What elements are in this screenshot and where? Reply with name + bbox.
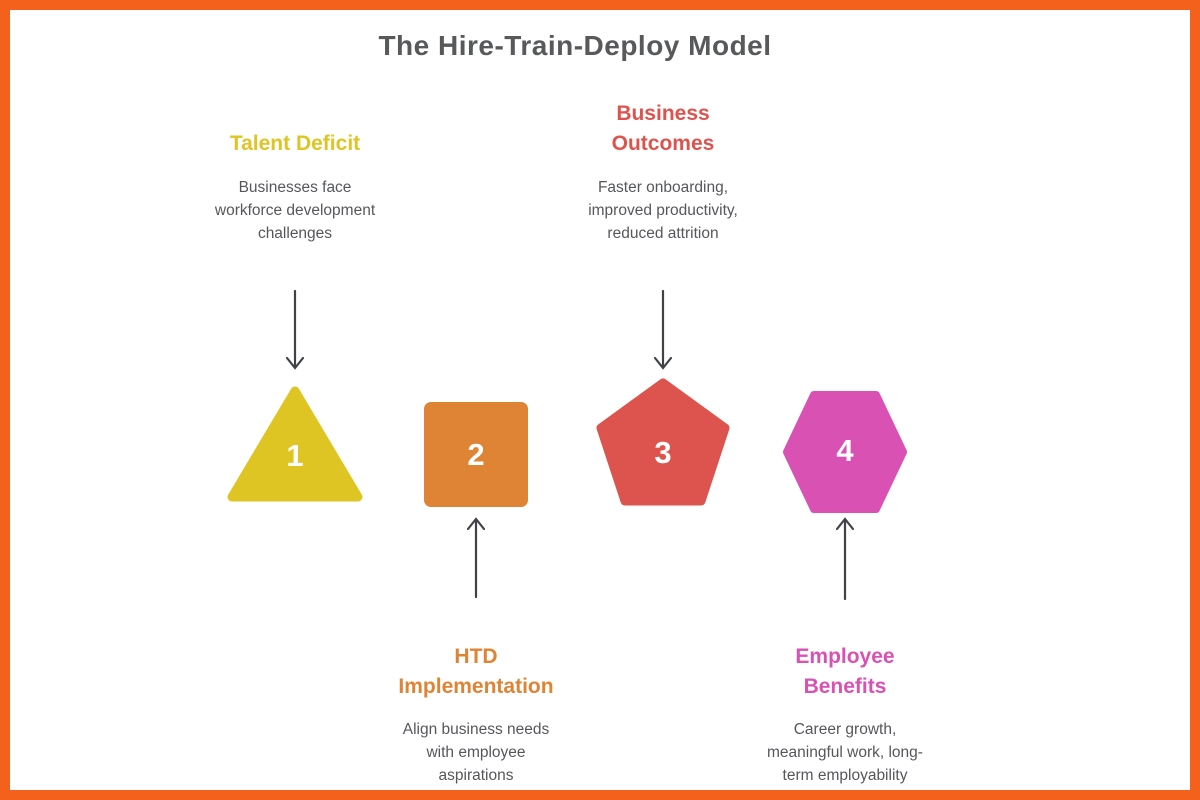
description-line: Align business needs xyxy=(402,721,550,738)
heading-talent-deficit: Talent Deficit xyxy=(135,129,455,159)
description-line: Businesses face xyxy=(238,179,352,196)
description-line: reduced attrition xyxy=(607,225,719,242)
shape-square-step-2: 2 xyxy=(424,402,528,507)
description-line: Faster onboarding, xyxy=(597,179,729,196)
triangle-icon xyxy=(227,386,363,502)
description-line: improved productivity, xyxy=(588,202,738,219)
arrow-down-icon xyxy=(285,290,305,370)
heading-line: Benefits xyxy=(803,675,887,698)
description-line: Career growth, xyxy=(793,721,897,738)
step-number: 3 xyxy=(654,435,672,470)
step-number: 2 xyxy=(467,437,485,472)
heading-business-outcomes: Business Outcomes xyxy=(503,99,823,159)
description-line: workforce development xyxy=(214,202,376,219)
step-number: 4 xyxy=(836,433,854,468)
heading-line: Talent Deficit xyxy=(229,132,361,155)
heading-employee-benefits: Employee Benefits xyxy=(685,642,1005,702)
description-line: term employability xyxy=(782,767,908,784)
description-line: with employee xyxy=(426,744,526,761)
description-talent-deficit: Businesses face workforce development ch… xyxy=(145,176,445,245)
description-htd-implementation: Align business needs with employee aspir… xyxy=(326,718,626,787)
heading-line: HTD xyxy=(454,645,498,668)
step-number: 1 xyxy=(286,438,304,473)
heading-line: Business xyxy=(616,102,710,125)
arrow-down-icon xyxy=(653,290,673,370)
hexagon-icon xyxy=(783,391,907,513)
shape-hexagon-step-4: 4 xyxy=(782,390,908,514)
arrow-up-icon xyxy=(466,517,486,599)
shape-triangle-step-1: 1 xyxy=(225,384,365,504)
description-business-outcomes: Faster onboarding, improved productivity… xyxy=(513,176,813,245)
pentagon-icon xyxy=(596,378,730,506)
heading-line: Outcomes xyxy=(611,132,715,155)
page-title: The Hire-Train-Deploy Model xyxy=(378,30,772,61)
heading-line: Employee xyxy=(795,645,895,668)
heading-htd-implementation: HTD Implementation xyxy=(316,642,636,702)
description-line: aspirations xyxy=(438,767,514,784)
shape-pentagon-step-3: 3 xyxy=(595,377,731,507)
description-line: challenges xyxy=(257,225,333,242)
description-line: meaningful work, long- xyxy=(767,744,923,761)
heading-line: Implementation xyxy=(398,675,554,698)
arrow-up-icon xyxy=(835,517,855,601)
description-employee-benefits: Career growth, meaningful work, long- te… xyxy=(695,718,995,787)
